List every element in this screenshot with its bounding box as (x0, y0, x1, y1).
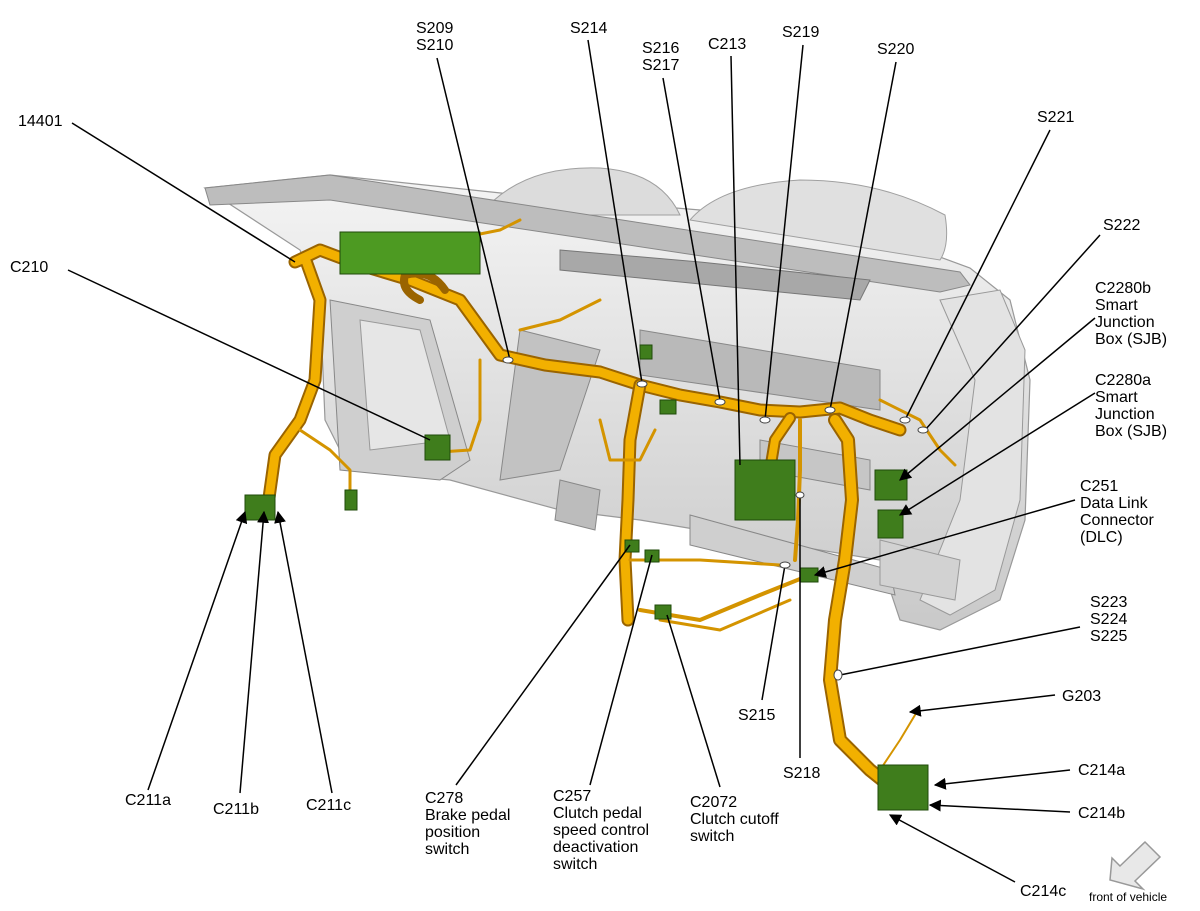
label-c211c: C211c (306, 797, 352, 814)
label-c2072: C2072 Clutch cutoff switch (690, 794, 779, 845)
label-c278-line4: switch (425, 841, 470, 858)
front-of-vehicle-arrow-icon (1109, 840, 1162, 891)
label-g203: G203 (1062, 688, 1102, 705)
label-c211b: C211b (213, 801, 259, 818)
label-c257: C257 Clutch pedal speed control deactiva… (553, 788, 649, 873)
label-s217: S217 (642, 57, 680, 74)
label-s219: S219 (782, 24, 820, 41)
label-c2280b-line2: Smart (1095, 297, 1138, 314)
label-c2280a-line4: Box (SJB) (1095, 423, 1168, 440)
label-s223: S223 (1090, 594, 1128, 611)
label-c257-line5: switch (553, 856, 598, 873)
label-c2280b-line4: Box (SJB) (1095, 331, 1168, 348)
label-c278-id: C278 (425, 790, 464, 807)
label-s223-s225: S223 S224 S225 (1090, 594, 1127, 645)
label-c214b: C214b (1078, 805, 1126, 822)
label-s216: S216 (642, 40, 680, 57)
label-c214a: C214a (1078, 762, 1126, 779)
label-c2072-line2: Clutch cutoff (690, 811, 779, 828)
label-c251-id: C251 (1080, 478, 1119, 495)
label-c251-line4: (DLC) (1080, 529, 1123, 546)
label-c2280b: C2280b Smart Junction Box (SJB) (1095, 280, 1167, 348)
label-s224: S224 (1090, 611, 1128, 628)
label-s210: S210 (416, 37, 454, 54)
label-c210: C210 (10, 259, 49, 276)
label-c213: C213 (708, 36, 747, 53)
label-c257-id: C257 (553, 788, 592, 805)
label-c2280b-id: C2280b (1095, 280, 1152, 297)
label-s209-s210: S209 S210 (416, 20, 453, 54)
leader-lines (67, 39, 1101, 883)
instrument-panel (203, 167, 1031, 631)
label-c251-line3: Connector (1080, 512, 1154, 529)
label-s216-s217: S216 S217 (642, 40, 679, 74)
connectors (244, 231, 929, 811)
label-c278-line3: position (425, 824, 481, 841)
label-c2280a: C2280a Smart Junction Box (SJB) (1095, 372, 1167, 440)
label-s214: S214 (570, 20, 608, 37)
label-s220: S220 (877, 41, 915, 58)
label-c2072-line3: switch (690, 828, 735, 845)
label-c278-line2: Brake pedal (425, 807, 511, 824)
splice-markers (502, 356, 929, 681)
front-of-vehicle-label: front of vehicle (1089, 890, 1168, 904)
label-c2280a-line2: Smart (1095, 389, 1138, 406)
label-s218: S218 (783, 765, 821, 782)
label-s221: S221 (1037, 109, 1075, 126)
label-14401: 14401 (18, 113, 63, 130)
label-c211a: C211a (125, 792, 171, 809)
label-c2280a-id: C2280a (1095, 372, 1152, 389)
label-c251-line2: Data Link (1080, 495, 1148, 512)
label-s209: S209 (416, 20, 454, 37)
label-s215: S215 (738, 707, 776, 724)
label-s222: S222 (1103, 217, 1141, 234)
label-c257-line3: speed control (553, 822, 650, 839)
label-c2072-id: C2072 (690, 794, 738, 811)
label-c214c: C214c (1020, 883, 1067, 900)
label-c278: C278 Brake pedal position switch (425, 790, 510, 858)
wiring-harness (261, 218, 957, 797)
label-c2280a-line3: Junction (1095, 406, 1155, 423)
label-c2280b-line3: Junction (1095, 314, 1155, 331)
label-c257-line2: Clutch pedal (553, 805, 642, 822)
label-s225: S225 (1090, 628, 1128, 645)
label-c251: C251 Data Link Connector (DLC) (1080, 478, 1154, 546)
label-c257-line4: deactivation (553, 839, 639, 856)
